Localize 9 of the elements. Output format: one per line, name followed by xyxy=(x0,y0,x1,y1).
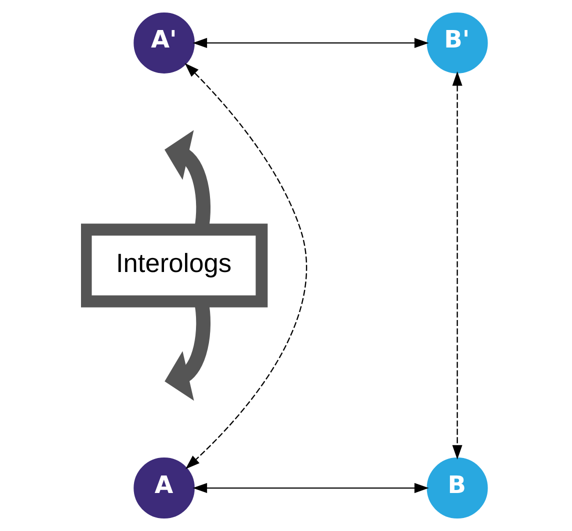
arrow xyxy=(192,38,428,48)
node-box: Interologs xyxy=(80,224,268,308)
arrow xyxy=(192,483,428,494)
arrow xyxy=(452,71,462,460)
node-circle: A' xyxy=(133,12,194,74)
arrow xyxy=(184,63,306,470)
node-circle: A xyxy=(133,458,194,519)
node-circle: B' xyxy=(426,12,488,74)
node-circle: B xyxy=(426,458,488,519)
